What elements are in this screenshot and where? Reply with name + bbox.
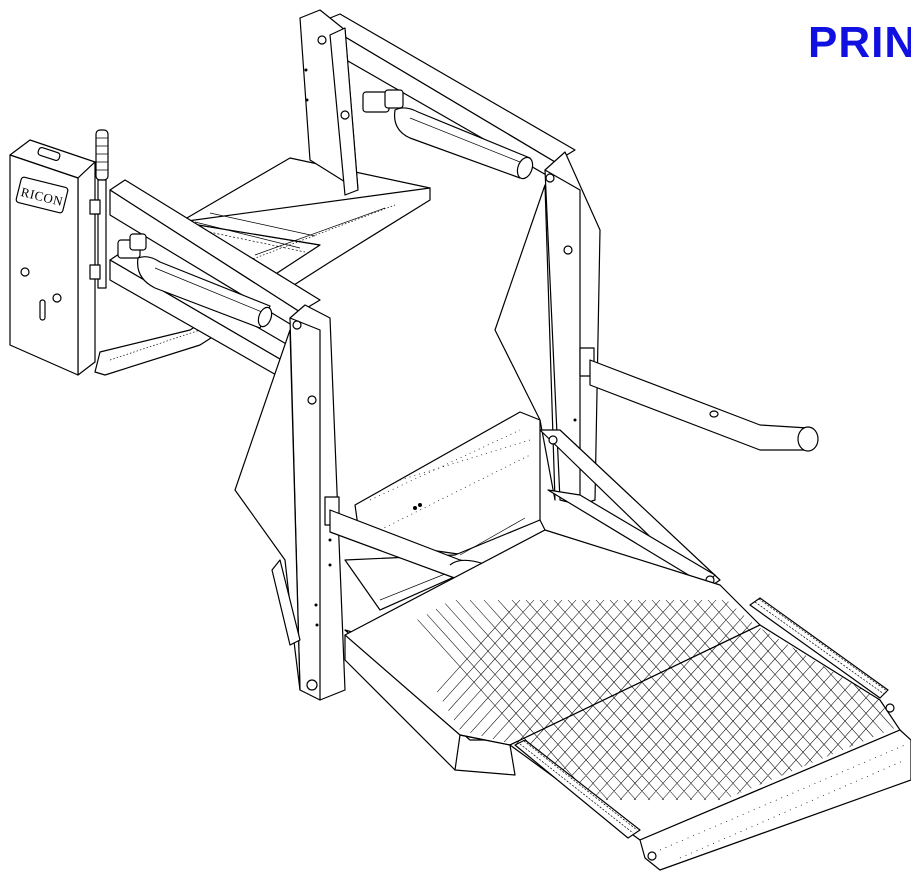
control-knob bbox=[52, 293, 62, 303]
platform-mesh bbox=[400, 599, 895, 801]
rear-hydraulic-cylinder bbox=[362, 89, 534, 180]
control-box: RICON bbox=[9, 139, 96, 376]
pump-handle bbox=[89, 129, 109, 289]
rear-left-upright bbox=[299, 9, 359, 196]
brand-plate bbox=[15, 176, 69, 214]
front-left-upright bbox=[234, 304, 346, 701]
control-knob bbox=[20, 267, 30, 277]
front-hydraulic-cylinder bbox=[117, 233, 273, 329]
platform-edge-rails bbox=[514, 597, 895, 861]
key-switch bbox=[39, 299, 46, 321]
right-handrail bbox=[589, 359, 819, 452]
rear-crossbar bbox=[319, 13, 576, 181]
page-title: PRIN bbox=[808, 18, 911, 67]
platform-pivot bbox=[647, 851, 657, 861]
front-right-upright bbox=[494, 151, 601, 506]
platform-pivot bbox=[885, 703, 895, 713]
